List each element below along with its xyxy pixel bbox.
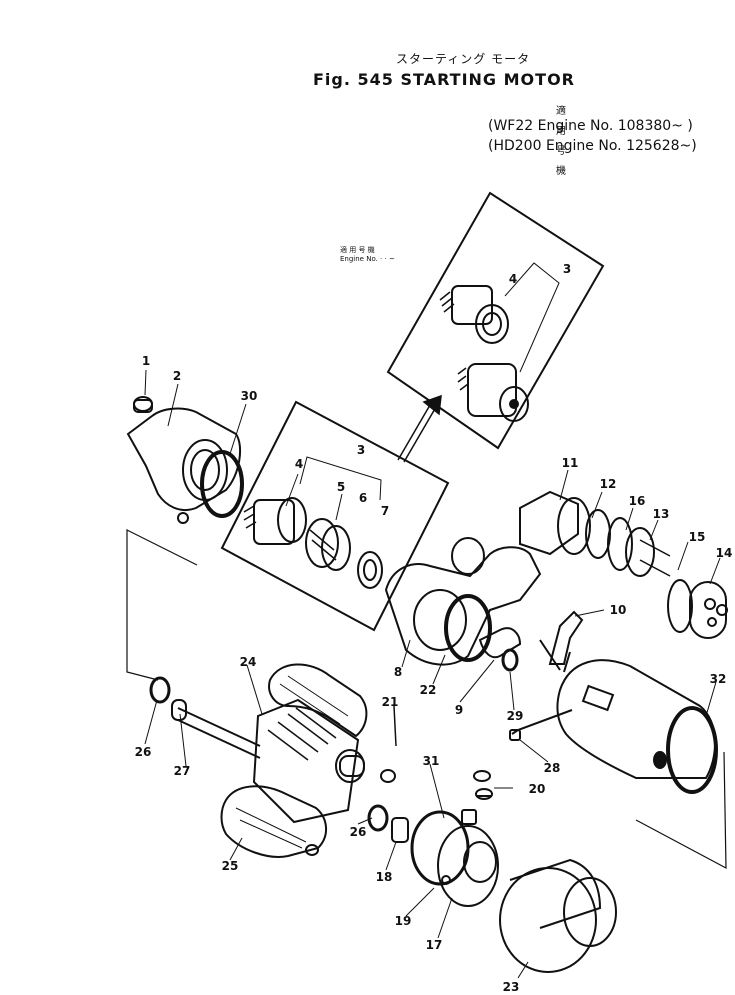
inset-note-line1: 適 用 号 機: [340, 246, 375, 254]
part-number-20: 20: [528, 782, 546, 796]
bushing-18: [391, 817, 409, 843]
leader-3-lower: [299, 456, 382, 501]
sleeve-9: [478, 627, 522, 659]
washer-26-upper: [149, 676, 171, 704]
part-number-13: 13: [652, 507, 670, 521]
part-number-3-lower: 3: [356, 443, 366, 457]
leader-3-upper: [504, 262, 560, 373]
solenoid-assembly: [519, 490, 728, 639]
applicability-line-wf22: (WF22 Engine No. 108380~ ): [488, 118, 693, 134]
field-coil-lower: [220, 785, 327, 858]
part-number-31: 31: [422, 754, 440, 768]
part-number-11: 11: [561, 456, 579, 470]
inset-note-line2: Engine No. · · ~: [340, 255, 395, 263]
pinion-clutch-upper-b: [457, 363, 529, 422]
part-number-14: 14: [715, 546, 733, 560]
part-number-21: 21: [381, 695, 399, 709]
part-number-3-upper: 3: [562, 262, 572, 276]
part-number-15: 15: [688, 530, 706, 544]
o-ring-30: [200, 450, 244, 518]
part-number-23: 23: [502, 980, 520, 994]
alignment-lines: [126, 529, 727, 870]
part-number-27: 27: [173, 764, 191, 778]
figure-title: Fig. 545 STARTING MOTOR: [313, 70, 575, 89]
bushing: [133, 396, 153, 413]
o-ring-32: [666, 706, 718, 794]
armature: [171, 698, 365, 824]
part-number-18: 18: [375, 870, 393, 884]
part-number-10: 10: [609, 603, 627, 617]
part-number-8: 8: [393, 665, 403, 679]
lever-housing: [384, 537, 542, 666]
applicability-line-hd200: (HD200 Engine No. 125628~): [488, 138, 697, 154]
part-number-6: 6: [358, 491, 368, 505]
part-number-24: 24: [239, 655, 257, 669]
o-ring-31: [410, 810, 470, 886]
part-number-17: 17: [425, 938, 443, 952]
yoke-assembly: [556, 659, 716, 779]
part-number-25: 25: [221, 859, 239, 873]
part-number-1: 2: [172, 369, 182, 383]
part-number-26-upper: 26: [134, 745, 152, 759]
inset-engine-note: 適 用 号 機 Engine No. · · ~: [340, 246, 395, 264]
part-number-30: 30: [240, 389, 258, 403]
pinion-clutch-lower: [243, 497, 307, 545]
part-number-2: 1: [141, 354, 151, 368]
seal-29: [501, 648, 519, 672]
field-coil-upper: [268, 663, 368, 738]
part-number-4-lower: 4: [294, 457, 304, 471]
rear-cover: [499, 858, 617, 973]
part-number-29: 29: [506, 709, 524, 723]
part-number-4-upper: 4: [508, 272, 518, 286]
o-ring-22: [444, 594, 492, 662]
lower-inset-box: [220, 400, 450, 632]
through-bolt-28: [509, 709, 573, 741]
snap-ring-7: [357, 551, 383, 589]
part-number-28: 28: [543, 761, 561, 775]
part-number-12: 12: [599, 477, 617, 491]
part-number-5: 5: [336, 480, 346, 494]
upper-inset-box: [386, 191, 605, 450]
applicability-header: 適 用 号 機: [556, 106, 574, 177]
reference-arrow: [397, 394, 442, 463]
part-number-26-lower: 26: [349, 825, 367, 839]
spring-21: [380, 705, 397, 783]
part-number-7: 7: [380, 504, 390, 518]
washer-26-lower: [367, 804, 389, 832]
pinion-stop-collar: [305, 518, 351, 571]
part-number-22: 22: [419, 683, 437, 697]
leader-lines: [144, 369, 721, 979]
shift-lever: [539, 610, 584, 673]
part-number-16: 16: [628, 494, 646, 508]
drive-housing: [126, 407, 242, 524]
pinion-clutch-upper: [439, 285, 509, 344]
part-number-9: 9: [454, 703, 464, 717]
part-number-19: 19: [394, 914, 412, 928]
screws-20: [473, 770, 493, 800]
figure-title-japanese: スターティング モータ: [396, 52, 531, 66]
commutator-end-frame: [437, 809, 499, 907]
part-number-32: 32: [709, 672, 727, 686]
